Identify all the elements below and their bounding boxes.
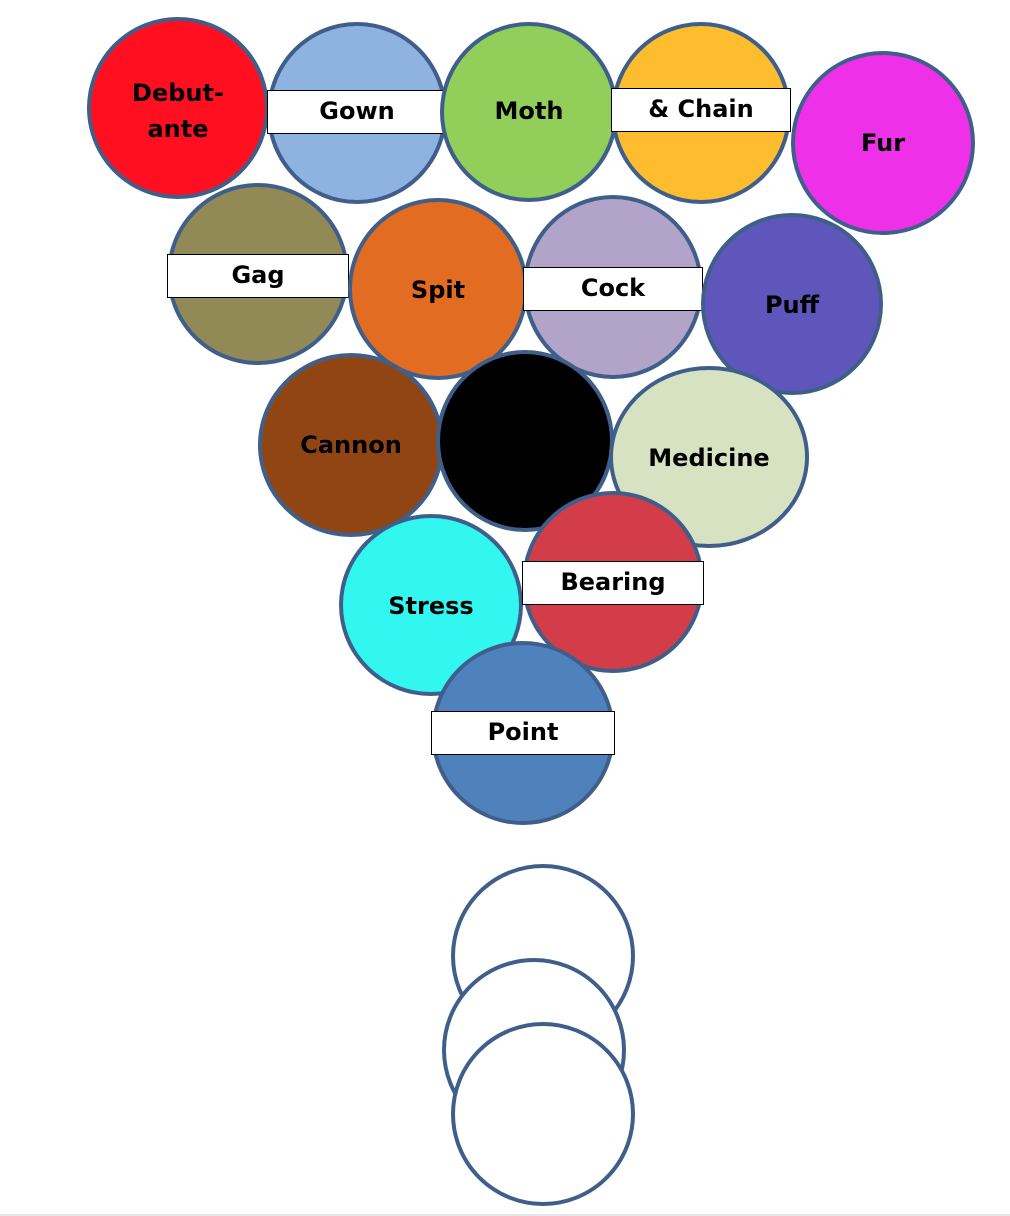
ball-debutante: Debut- ante	[87, 17, 269, 199]
ball-gown: Gown	[267, 22, 447, 204]
ball-label: Spit	[410, 276, 466, 304]
ball-label: Medicine	[648, 444, 770, 472]
ball-bearing: Bearing	[522, 491, 704, 673]
ball-gag: Gag	[167, 183, 349, 365]
ball-label: Stress	[388, 592, 474, 620]
empty-ball	[451, 1022, 635, 1206]
ball-point: Point	[431, 641, 615, 825]
ball-label-band: Gag	[167, 254, 349, 298]
ball-chain: & Chain	[611, 22, 791, 204]
ball-fur: Fur	[791, 51, 975, 235]
ball-label-band: Gown	[267, 90, 447, 134]
ball-medicine: Medicine	[609, 366, 809, 548]
page-bottom-border	[0, 1214, 1010, 1216]
ball-stress: Stress	[339, 514, 523, 696]
ball-spit: Spit	[348, 198, 528, 380]
ball-moth: Moth	[440, 22, 618, 202]
ball-puff: Puff	[701, 213, 883, 395]
ball-cock: Cock	[523, 195, 703, 379]
ball-label-band: Bearing	[522, 561, 704, 605]
ball-cannon: Cannon	[258, 353, 444, 537]
ball-label-band: Cock	[523, 267, 703, 311]
ball-label: Puff	[764, 291, 820, 319]
ball-label-band: Point	[431, 711, 615, 755]
ball-label: Moth	[494, 97, 564, 125]
ball-label: Cannon	[300, 431, 402, 459]
ball-label: Fur	[860, 129, 906, 157]
ball-label-band: & Chain	[611, 88, 791, 132]
ball-label: Debut- ante	[132, 79, 224, 143]
